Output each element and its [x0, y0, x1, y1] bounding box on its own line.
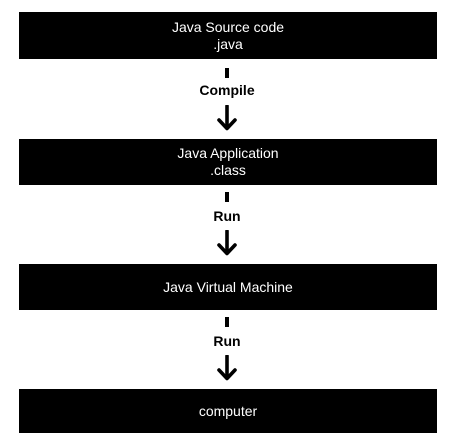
arrow-down-icon	[217, 105, 237, 131]
node-title: Java Source code	[171, 18, 285, 35]
connector-dash	[225, 317, 229, 327]
node-computer: computer	[19, 389, 437, 433]
edge-label: Run	[213, 208, 241, 224]
node-subtitle: .java	[213, 35, 243, 52]
node-title: Java Virtual Machine	[163, 278, 293, 295]
edge-label: Run	[213, 333, 241, 349]
node-subtitle: .class	[210, 162, 246, 178]
node-java-virtual-machine: Java Virtual Machine	[19, 264, 437, 310]
node-title: computer	[198, 402, 258, 419]
connector-dash	[225, 68, 229, 78]
edge-run: Run	[0, 185, 454, 264]
node-title: Java Application	[177, 145, 279, 161]
edge-run: Run	[0, 310, 454, 389]
connector-dash	[225, 192, 229, 202]
node-java-application: Java Application .class	[19, 139, 437, 185]
node-java-source-code: Java Source code .java	[19, 12, 437, 59]
arrow-down-icon	[217, 230, 237, 256]
edge-label: Compile	[199, 82, 255, 98]
edge-compile: Compile	[0, 59, 454, 139]
arrow-down-icon	[217, 355, 237, 381]
